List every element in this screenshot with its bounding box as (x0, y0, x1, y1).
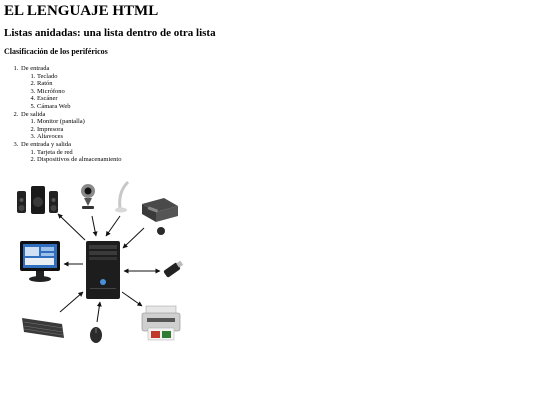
list-item: Dispositivos de almacenamiento (37, 156, 121, 164)
scanner-icon (142, 198, 178, 235)
printer-icon (141, 305, 181, 341)
monitor-icon (20, 241, 60, 282)
webcam-icon (81, 184, 95, 209)
nested-list: Tarjeta de red Dispositivos de almacenam… (21, 149, 121, 164)
list-item: Escáner (37, 95, 121, 103)
list-item: Monitor (pantalla) (37, 118, 121, 126)
keyboard-icon (22, 318, 64, 338)
list-item: Impresora (37, 126, 121, 134)
speakers-icon (17, 186, 58, 214)
arrow-printer (121, 291, 143, 307)
list-item: Teclado (37, 73, 121, 81)
list-item: De entrada y salida Tarjeta de red Dispo… (20, 141, 121, 164)
peripherals-list: De entrada Teclado Ratón Micrófono Escán… (4, 65, 121, 164)
microphone-icon (115, 180, 130, 213)
list-item: Micrófono (37, 88, 121, 96)
computer-tower-icon (86, 241, 120, 299)
category-label: De entrada (21, 65, 50, 72)
arrow-microphone (105, 215, 121, 237)
list-item: Cámara Web (37, 103, 121, 111)
section-heading: Clasificación de los periféricos (4, 47, 108, 56)
arrow-speakers (57, 213, 86, 241)
list-item: Tarjeta de red (37, 149, 121, 157)
arrow-webcam (91, 215, 98, 237)
arrow-keyboard (59, 291, 84, 313)
usb-drive-icon (163, 260, 184, 278)
category-label: De entrada y salida (21, 140, 71, 148)
page-subtitle: Listas anidadas: una lista dentro de otr… (4, 27, 216, 39)
page-title: EL LENGUAJE HTML (4, 3, 159, 19)
list-item: De entrada Teclado Ratón Micrófono Escán… (20, 65, 121, 111)
list-item: De salida Monitor (pantalla) Impresora A… (20, 111, 121, 141)
category-label: De salida (21, 110, 46, 118)
arrow-mouse (96, 301, 102, 323)
peripherals-diagram (17, 180, 184, 343)
nested-list: Teclado Ratón Micrófono Escáner Cámara W… (21, 73, 121, 111)
list-item: Altavoces (37, 133, 121, 141)
nested-list: Monitor (pantalla) Impresora Altavoces (21, 118, 121, 141)
list-item: Ratón (37, 80, 121, 88)
mouse-icon (90, 327, 102, 343)
arrow-scanner (122, 227, 145, 249)
